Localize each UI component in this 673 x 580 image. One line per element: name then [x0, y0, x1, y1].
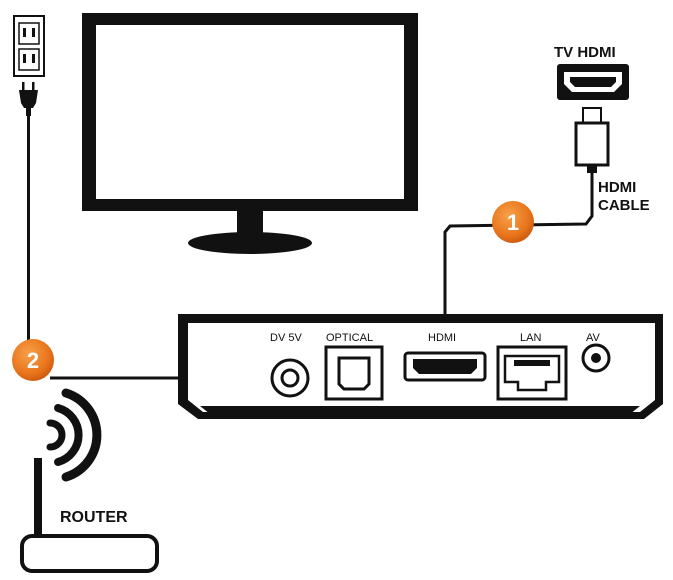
step-1-badge: 1 — [492, 201, 534, 243]
optical-port-icon — [326, 347, 382, 399]
hdmi-port-icon — [557, 64, 629, 100]
port-hdmi-label: HDMI — [428, 332, 456, 344]
tv-icon — [82, 13, 418, 254]
av-port-icon — [583, 345, 609, 371]
step-1-number: 1 — [507, 210, 519, 235]
port-optical-label: OPTICAL — [326, 332, 373, 344]
dc-port-icon — [272, 360, 308, 396]
step-2-number: 2 — [27, 348, 39, 373]
wifi-signal-icon — [50, 393, 97, 477]
hdmi-cable-label-line1: HDMI — [598, 179, 636, 196]
port-av-label: AV — [586, 332, 601, 344]
hdmi-cable-label-line2: CABLE — [598, 197, 650, 214]
hdmi-connector-icon — [576, 108, 608, 173]
tv-hdmi-label: TV HDMI — [554, 44, 616, 61]
port-lan-label: LAN — [520, 332, 541, 344]
hdmi-cable — [445, 173, 592, 316]
router-label: ROUTER — [60, 509, 128, 526]
box-hdmi-port-icon — [405, 353, 485, 380]
port-dc-label: DV 5V — [270, 332, 302, 344]
power-plug-icon — [19, 82, 38, 116]
power-outlet-icon — [14, 16, 44, 76]
step-2-badge: 2 — [12, 339, 54, 381]
lan-port-icon — [498, 347, 566, 399]
